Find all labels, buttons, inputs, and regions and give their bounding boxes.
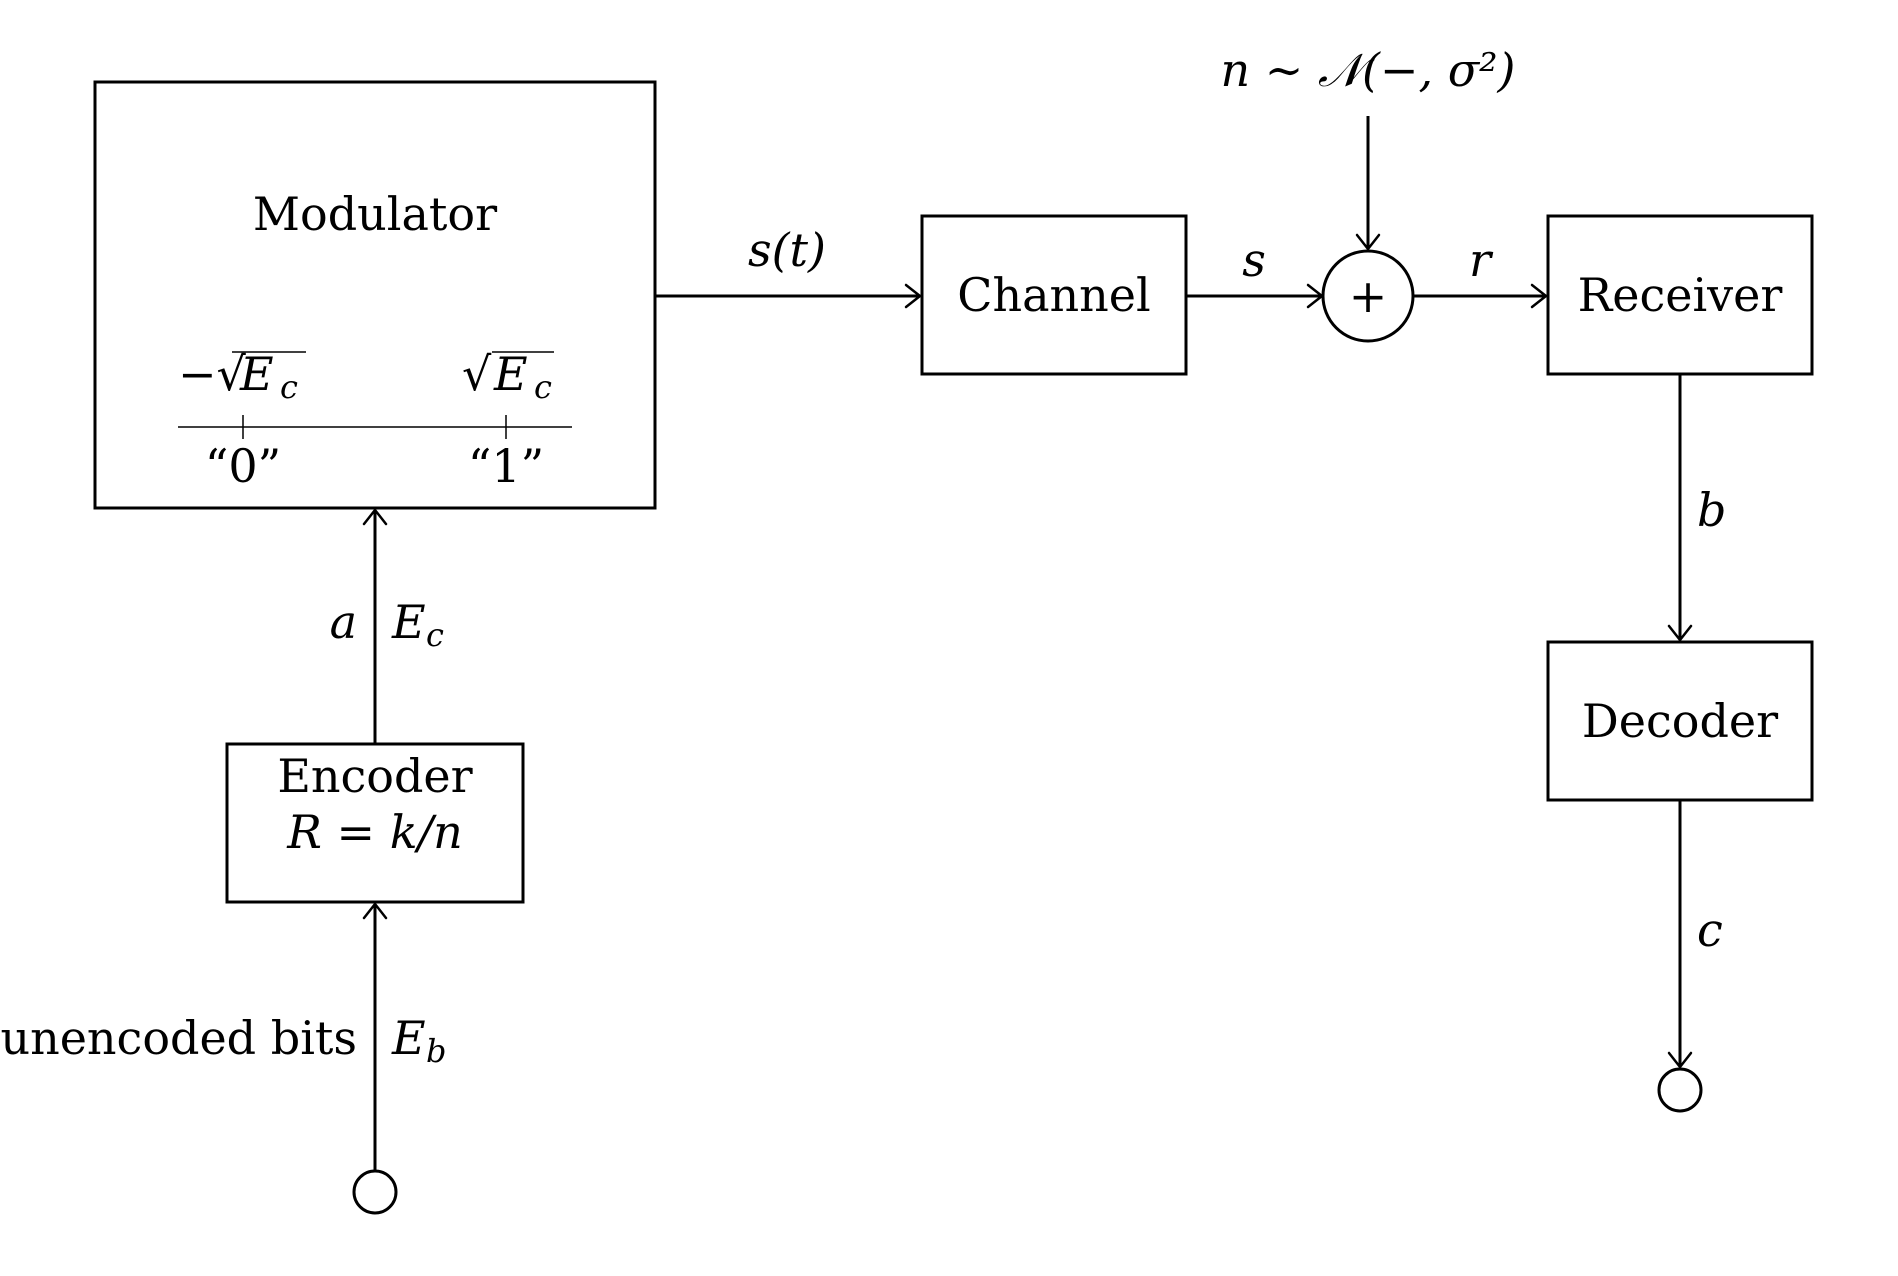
modulator-to-channel-arrowhead	[904, 283, 922, 309]
energy-eb-label: E b	[391, 1011, 446, 1070]
encoder-label: Encoder	[277, 749, 472, 803]
adder-plus-symbol: +	[1349, 269, 1388, 323]
constellation-right-prefix: √	[462, 347, 492, 401]
signal-c-label: c	[1697, 903, 1723, 957]
constellation-left-e: E	[239, 347, 274, 401]
signal-r-label: r	[1469, 233, 1494, 287]
channel-label: Channel	[957, 268, 1150, 322]
modulator-label: Modulator	[253, 187, 497, 241]
energy-ec-main: E	[391, 595, 426, 649]
unencoded-bits-label: unencoded bits	[0, 1011, 357, 1065]
constellation-right-bit: “1”	[468, 439, 544, 493]
signal-b-label: b	[1697, 483, 1726, 537]
receiver-to-decoder-arrowhead	[1667, 624, 1693, 642]
constellation-left-bit: “0”	[205, 439, 281, 493]
constellation-right-sub: c	[534, 368, 552, 406]
signal-s-label: s	[1242, 233, 1266, 287]
decoder-label: Decoder	[1582, 694, 1778, 748]
adder-to-receiver-arrowhead	[1530, 283, 1548, 309]
constellation-left-value: −√ E c	[178, 347, 306, 406]
input-terminal-circle	[352, 1169, 398, 1215]
modulator-block	[93, 80, 657, 510]
encoder-rate-label: R = k/n	[286, 805, 462, 859]
noise-label: n ∼ 𝒩(−, σ²)	[1220, 43, 1515, 97]
encoder-to-modulator-arrowhead	[362, 508, 388, 526]
receiver-label: Receiver	[1578, 268, 1783, 322]
output-terminal-circle	[1657, 1067, 1703, 1113]
constellation-left-sub: c	[280, 368, 298, 406]
constellation-right-e: E	[493, 347, 528, 401]
energy-ec-label: E c	[391, 595, 444, 654]
signal-a-label: a	[330, 595, 357, 649]
signal-st-label: s(t)	[748, 223, 826, 277]
input-to-encoder-arrowhead	[362, 902, 388, 920]
energy-eb-sub: b	[426, 1032, 446, 1070]
constellation-left-prefix: −√	[178, 347, 247, 401]
decoder-to-output-arrowhead	[1667, 1051, 1693, 1069]
noise-to-adder-arrowhead	[1355, 233, 1381, 251]
energy-eb-main: E	[391, 1011, 426, 1065]
constellation-right-value: √ E c	[462, 347, 554, 406]
energy-ec-sub: c	[426, 616, 444, 654]
